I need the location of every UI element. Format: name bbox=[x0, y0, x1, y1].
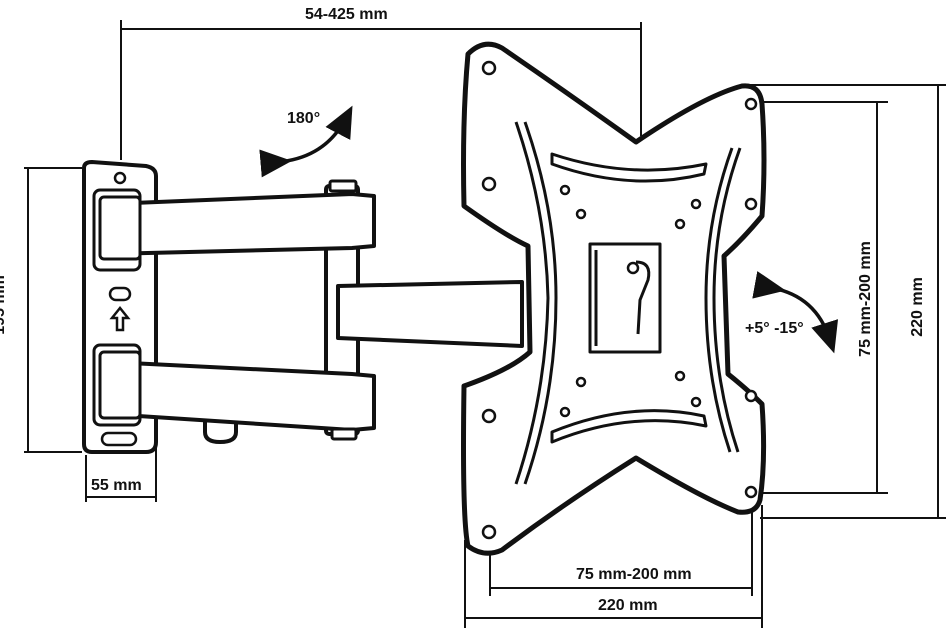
center-bracket bbox=[588, 242, 662, 354]
tilt-angle-label: +5° -15° bbox=[745, 320, 804, 337]
tilt-arrow-icon bbox=[752, 271, 839, 354]
arm-extension-label: 54-425 mm bbox=[305, 6, 388, 23]
wall-plate-depth-label: 55 mm bbox=[91, 477, 142, 494]
articulating-arms bbox=[98, 179, 524, 441]
vesa-horizontal-label: 75 mm-200 mm bbox=[576, 566, 692, 583]
connection-arm bbox=[336, 280, 524, 348]
cable-hook bbox=[203, 418, 238, 445]
tv-mounting-plate bbox=[461, 41, 767, 556]
vesa-vertical-label: 75 mm-200 mm bbox=[856, 241, 874, 357]
swivel-arrow-icon bbox=[259, 105, 353, 178]
swivel-angle-label: 180° bbox=[287, 110, 321, 127]
plate-height-label: 220 mm bbox=[908, 277, 926, 337]
upper-arm bbox=[106, 192, 376, 256]
wall-plate-height-label: 195 mm bbox=[0, 275, 8, 335]
plate-width-label: 220 mm bbox=[598, 597, 658, 614]
dimension-lines bbox=[24, 20, 946, 628]
